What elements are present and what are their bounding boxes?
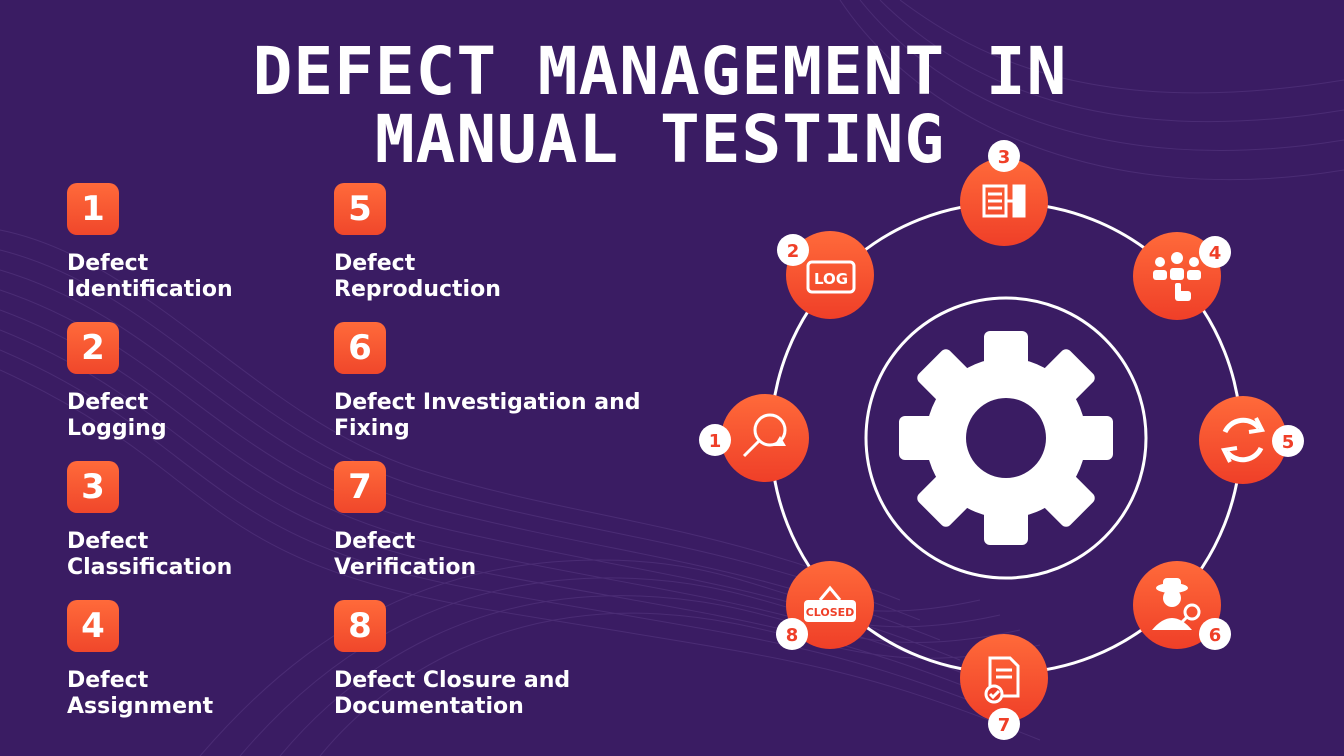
cycle-node-2: LOG 2 (777, 231, 874, 319)
step-4: 4 Defect Assignment (67, 600, 397, 720)
step-label: Defect Assignment (67, 668, 214, 719)
step-label: Defect Logging (67, 390, 167, 441)
inner-ring (864, 296, 1148, 580)
cycle-node-6: 6 (1133, 561, 1231, 650)
cycle-node-number: 2 (787, 241, 800, 262)
step-2: 2 Defect Logging (67, 322, 397, 442)
step-label: Defect Identification (67, 251, 233, 302)
cycle-node-7: 7 (960, 634, 1048, 740)
refresh-cycle-icon (1220, 417, 1266, 463)
closed-text: CLOSED (806, 606, 855, 619)
log-tag-icon: LOG (806, 260, 856, 294)
step-number-badge: 1 (67, 183, 119, 235)
step-number-badge: 8 (334, 600, 386, 652)
step-8: 8 Defect Closure and Documentation (334, 600, 664, 720)
step-7: 7 Defect Verification (334, 461, 664, 581)
cycle-node-3: 3 (960, 140, 1048, 246)
step-6: 6 Defect Investigation and Fixing (334, 322, 664, 442)
document-hierarchy-icon (982, 184, 1026, 218)
cycle-node-number: 5 (1282, 432, 1295, 453)
cycle-node-number: 4 (1209, 243, 1222, 264)
step-number-badge: 2 (67, 322, 119, 374)
step-3: 3 Defect Classification (67, 461, 397, 581)
step-5: 5 Defect Reproduction (334, 183, 664, 303)
closed-sign-icon: CLOSED (804, 585, 856, 622)
step-number-badge: 3 (67, 461, 119, 513)
verified-document-icon (984, 656, 1020, 704)
inspector-icon (1152, 578, 1201, 630)
cycle-node-5: 5 (1199, 396, 1304, 484)
team-pointer-icon (1153, 252, 1201, 301)
cycle-node-number: 6 (1209, 625, 1222, 646)
step-label: Defect Closure and Documentation (334, 668, 571, 719)
step-label: Defect Reproduction (334, 251, 501, 302)
step-number-badge: 7 (334, 461, 386, 513)
step-label: Defect Classification (67, 529, 233, 580)
cycle-node-number: 3 (998, 147, 1011, 168)
cycle-node-4: 4 (1133, 232, 1231, 320)
log-text: LOG (814, 270, 848, 288)
step-number-badge: 5 (334, 183, 386, 235)
step-label: Defect Verification (334, 529, 477, 580)
page-title: DEFECT MANAGEMENT IN MANUAL TESTING (252, 33, 1068, 178)
gear-icon (899, 331, 1113, 545)
cycle-node-number: 7 (998, 715, 1011, 736)
cycle-node-8: CLOSED 8 (776, 561, 874, 650)
cycle-node-number: 8 (786, 625, 799, 646)
magnifier-warning-icon (742, 413, 787, 458)
step-number-badge: 4 (67, 600, 119, 652)
step-label: Defect Investigation and Fixing (334, 390, 641, 441)
step-number-badge: 6 (334, 322, 386, 374)
cycle-node-number: 1 (709, 431, 722, 452)
step-1: 1 Defect Identification (67, 183, 397, 303)
cycle-node-1: 1 (699, 394, 809, 482)
